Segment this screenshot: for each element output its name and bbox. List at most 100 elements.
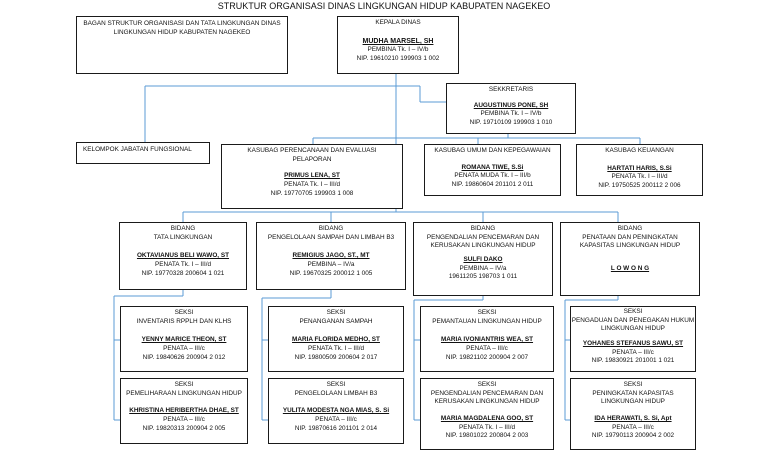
seksi-pemantauan-box: SEKSI PEMANTAUAN LINGKUNGAN HIDUP MARIA …: [420, 306, 554, 372]
seksi1b-label: SEKSI: [174, 381, 194, 388]
seksi2a-nip: NIP. 19800509 200604 2 017: [294, 353, 378, 361]
bidang3-nip: 19611205 198703 1 011: [448, 273, 518, 281]
bidang1-title: TATA LINGKUNGAN: [153, 233, 213, 241]
perencanaan-title: KASUBAG PERENCANAAN DAN EVALUASI PELAPOR…: [247, 147, 377, 163]
seksi4b-nip: NIP. 19790113 200904 2 002: [591, 432, 675, 440]
seksi3a-title: PEMANTAUAN LINGKUNGAN HIDUP: [432, 317, 542, 325]
bidang-tata-lingkungan-box: BIDANG TATA LINGKUNGAN OKTAVIANUS BELI W…: [119, 222, 247, 290]
seksi4b-rank: PENATA – III/c: [612, 423, 654, 431]
kasubag-umum-box: KASUBAG UMUM DAN KEPEGAWAIAN ROMANA TIWE…: [424, 144, 561, 196]
seksi2b-nip: NIP. 19870616 201101 2 014: [294, 424, 378, 432]
seksi3b-rank: PENATA Tk. I – III/d: [458, 423, 516, 431]
seksi4b-name: IDA HERAWATI, S. Si, Apt: [594, 414, 672, 422]
bidang1-rank: PENATA Tk. I – III/d: [154, 260, 212, 268]
kepala-nip: NIP. 19610210 199903 1 002: [356, 54, 440, 62]
seksi4a-label: SEKSI: [623, 308, 643, 315]
seksi4a-name: YOHANES STEFANUS SAWU, ST: [582, 339, 684, 347]
seksi-peningkatan-box: SEKSI PENINGKATAN KAPASITAS LINGKUNGAN H…: [570, 378, 696, 450]
bidang3-label: BIDANG: [470, 225, 496, 232]
seksi2b-title: PENGELOLAAN LIMBAH B3: [294, 389, 378, 397]
bidang2-name: REMIGIUS JAGO, ST., MT: [292, 252, 370, 260]
kepala-title: KEPALA DINAS: [375, 19, 421, 26]
kepala-rank: PEMBINA Tk. I – IV/b: [367, 46, 429, 54]
seksi2a-title: PENANGANAN SAMPAH: [299, 317, 373, 325]
seksi1a-name: YENNY MARICE THEON, ST: [141, 336, 227, 344]
seksi1b-title: PEMELIHARAAN LINGKUNGAN HIDUP: [126, 389, 242, 397]
perencanaan-nip: NIP. 19770705 199903 1 008: [270, 189, 354, 197]
bidang1-name: OKTAVIANUS BELI WAWO, ST: [136, 252, 230, 260]
perencanaan-rank: PENATA Tk. I – III/d: [283, 180, 341, 188]
kasubag-perencanaan-box: KASUBAG PERENCANAAN DAN EVALUASI PELAPOR…: [221, 144, 403, 209]
seksi1b-nip: NIP. 19820313 200904 2 005: [142, 424, 226, 432]
bidang-sampah-box: BIDANG PENGELOLAAN SAMPAH DAN LIMBAH B3 …: [256, 222, 406, 290]
seksi-penanganan-sampah-box: SEKSI PENANGANAN SAMPAH MARIA FLORIDA ME…: [268, 306, 404, 372]
seksi2a-rank: PENATA Tk. I – III/d: [307, 344, 365, 352]
seksi-inventaris-box: SEKSI INVENTARIS RPPLH DAN KLHS YENNY MA…: [120, 306, 248, 372]
umum-rank: PENATA MUDA Tk. I – III/b: [454, 172, 531, 180]
kepala-dinas-box: KEPALA DINAS MUDHA MARSEL, SH PEMBINA Tk…: [337, 16, 459, 74]
keuangan-nip: NIP. 19750525 200112 2 006: [598, 181, 681, 189]
seksi3b-name: MARIA MAGDALENA GOO, ST: [440, 414, 534, 422]
seksi1b-rank: PENATA – III/c: [163, 415, 205, 423]
fungsional-title: KELOMPOK JABATAN FUNGSIONAL: [83, 146, 192, 153]
bidang1-nip: NIP. 19770328 200604 1 021: [141, 269, 225, 277]
keuangan-title: KASUBAG KEUANGAN: [605, 147, 674, 154]
seksi3b-nip: NIP. 19801022 200804 2 003: [445, 432, 529, 440]
seksi4a-nip: NIP. 19830921 201001 1 021: [591, 357, 675, 365]
seksi-limbah-b3-box: SEKSI PENGELOLAAN LIMBAH B3 YULITA MODES…: [268, 378, 404, 444]
umum-nip: NIP. 19860604 201101 2 011: [451, 180, 534, 188]
seksi1a-label: SEKSI: [174, 309, 194, 316]
bidang4-title: PENATAAN DAN PENINGKATAN KAPASITAS LINGK…: [579, 233, 681, 250]
kasubag-keuangan-box: KASUBAG KEUANGAN HARTATI HARIS, S.Si PEN…: [576, 144, 703, 196]
seksi4a-rank: PENATA – III/c: [612, 348, 654, 356]
bidang3-name: SULFI DAKO: [463, 255, 503, 263]
umum-name: ROMANA TIWE, S.Si: [461, 163, 524, 171]
seksi1a-rank: PENATA – III/c: [163, 344, 205, 352]
seksi2a-label: SEKSI: [326, 309, 346, 316]
bidang2-rank: PEMBINA – IV/a: [307, 260, 355, 268]
bidang2-nip: NIP. 19670325 200012 1 005: [289, 269, 373, 277]
umum-title: KASUBAG UMUM DAN KEPEGAWAIAN: [434, 147, 551, 154]
seksi3a-rank: PENATA – III/c: [466, 344, 508, 352]
seksi2b-rank: PENATA – III/c: [315, 415, 357, 423]
caption-text: BAGAN STRUKTUR ORGANISASI DAN TATA LINGK…: [83, 20, 281, 36]
seksi3a-label: SEKSI: [477, 309, 497, 316]
caption-box: BAGAN STRUKTUR ORGANISASI DAN TATA LINGK…: [76, 16, 288, 74]
bidang1-label: BIDANG: [170, 225, 196, 232]
seksi2b-label: SEKSI: [326, 381, 346, 388]
page-title: STRUKTUR ORGANISASI DINAS LINGKUNGAN HID…: [217, 1, 551, 11]
bidang2-title: PENGELOLAAN SAMPAH DAN LIMBAH B3: [267, 233, 395, 241]
sekretaris-title: SEKKRETARIS: [488, 86, 534, 93]
bidang3-rank: PEMBINA – IV/a: [459, 264, 507, 272]
keuangan-name: HARTATI HARIS, S.Si: [607, 164, 672, 172]
seksi4a-title: PENGADUAN DAN PENEGAKAN HUKUM LINGKUNGAN…: [571, 316, 695, 333]
seksi1a-nip: NIP. 19840626 200904 2 012: [142, 353, 226, 361]
seksi2a-name: MARIA FLORIDA MEDHO, ST: [292, 336, 380, 344]
seksi3a-name: MARIA IVONIANTRIS WEA, ST: [440, 336, 534, 344]
sekretaris-rank: PEMBINA Tk. I – IV/b: [480, 110, 542, 118]
bidang3-title: PENGENDALIAN PENCEMARAN DAN KERUSAKAN LI…: [426, 233, 540, 250]
bidang4-label: BIDANG: [617, 225, 643, 232]
sekretaris-nip: NIP. 19710109 199903 1 010: [469, 118, 553, 126]
sekretaris-name: AUGUSTINUS PONE, SH: [473, 101, 549, 109]
seksi4b-title: PENINGKATAN KAPASITAS LINGKUNGAN HIDUP: [592, 389, 674, 406]
seksi-pengaduan-box: SEKSI PENGADUAN DAN PENEGAKAN HUKUM LING…: [570, 306, 696, 372]
bidang-pengendalian-box: BIDANG PENGENDALIAN PENCEMARAN DAN KERUS…: [413, 222, 553, 296]
seksi4b-label: SEKSI: [623, 381, 643, 388]
bidang2-label: BIDANG: [318, 225, 344, 232]
keuangan-rank: PENATA Tk. I – III/d: [611, 173, 668, 181]
fungsional-box: KELOMPOK JABATAN FUNGSIONAL: [76, 142, 210, 164]
seksi3b-label: SEKSI: [477, 381, 497, 388]
seksi-pemeliharaan-box: SEKSI PEMELIHARAAN LINGKUNGAN HIDUP KHRI…: [120, 378, 248, 444]
seksi-pengendalian-box: SEKSI PENGENDALIAN PENCEMARAN DAN KERUSA…: [420, 378, 554, 450]
seksi1b-name: KHRISTINA HERIBERTHA DHAE, ST: [129, 407, 239, 415]
seksi3b-title: PENGENDALIAN PENCEMARAN DAN KERUSAKAN LI…: [430, 389, 544, 406]
seksi3a-nip: NIP. 19821102 200904 2 007: [445, 353, 529, 361]
kepala-name: MUDHA MARSEL, SH: [362, 37, 434, 45]
seksi2b-name: YULITA MODESTA NGA MIAS, S. Si: [282, 407, 390, 415]
bidang-penataan-box: BIDANG PENATAAN DAN PENINGKATAN KAPASITA…: [560, 222, 700, 296]
sekretaris-box: SEKKRETARIS AUGUSTINUS PONE, SH PEMBINA …: [446, 83, 576, 134]
bidang4-name: L O W O N G: [610, 264, 650, 272]
seksi1a-title: INVENTARIS RPPLH DAN KLHS: [136, 317, 232, 325]
